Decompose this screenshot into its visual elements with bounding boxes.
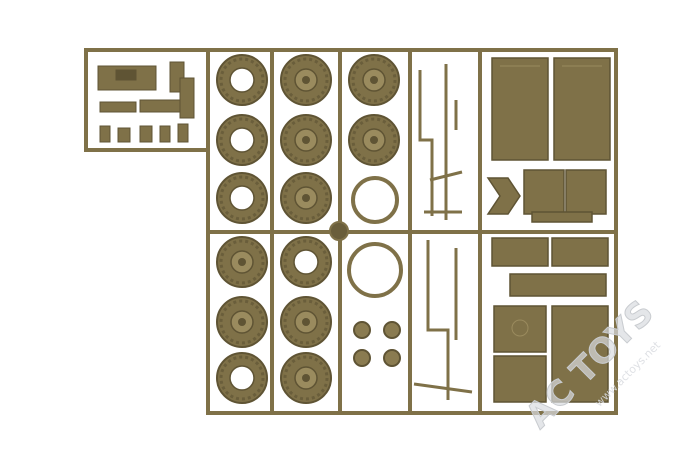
small-wheels (353, 321, 401, 367)
ring-parts (329, 176, 403, 298)
tire (280, 296, 332, 348)
tire (348, 54, 400, 106)
tire (216, 296, 268, 348)
tires (216, 54, 400, 404)
body-panels (486, 57, 611, 403)
seat-parts (97, 61, 195, 143)
tire (280, 352, 332, 404)
tire (280, 172, 332, 224)
frame-gap (84, 152, 206, 417)
tire (216, 114, 268, 166)
tire (348, 114, 400, 166)
tire (280, 54, 332, 106)
panel-detail (500, 65, 602, 337)
rod-parts (413, 64, 473, 400)
tire (216, 172, 268, 224)
tire (280, 236, 332, 288)
tire (216, 54, 268, 106)
tire (216, 236, 268, 288)
tire (280, 114, 332, 166)
tire (216, 352, 268, 404)
